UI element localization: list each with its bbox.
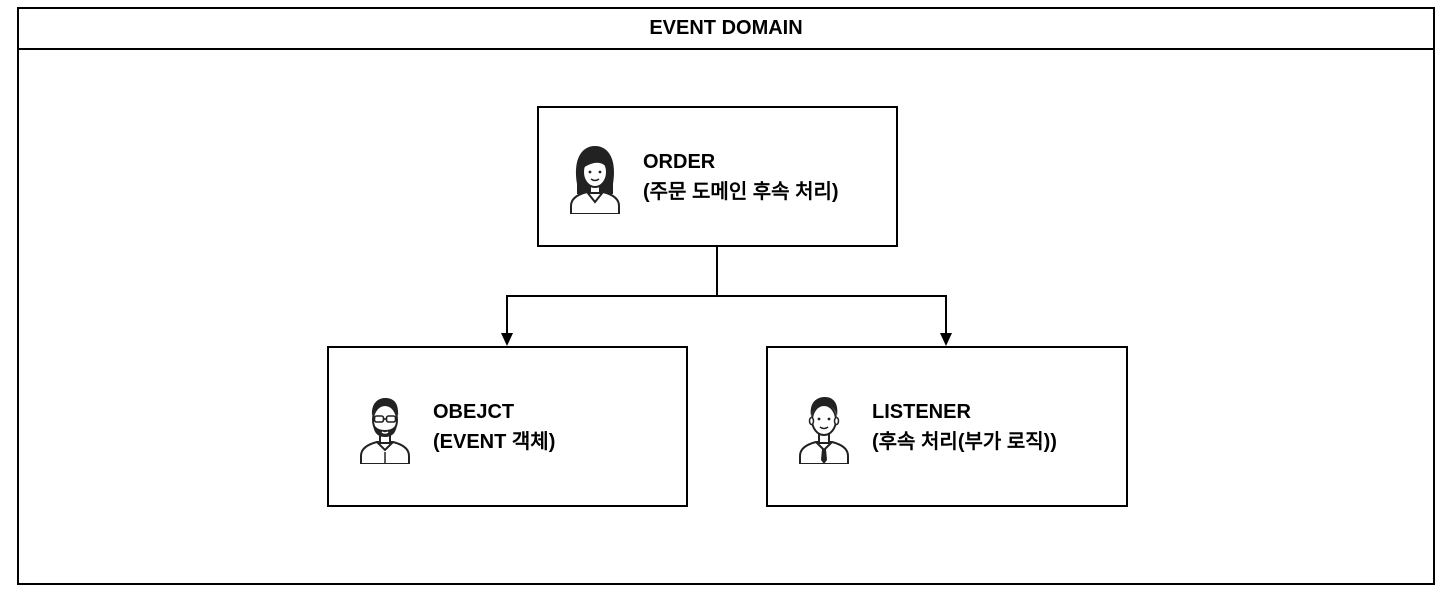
node-listener[interactable]: LISTENER (후속 처리(부가 로직)) [766, 346, 1128, 507]
node-listener-title: LISTENER [872, 400, 971, 423]
node-order-title: ORDER [643, 150, 716, 173]
node-object-subtitle: (EVENT 객체) [433, 430, 556, 453]
man-tie-avatar-icon [799, 396, 849, 464]
container-title: EVENT DOMAIN [19, 9, 1433, 50]
node-object-title: OBEJCT [433, 400, 515, 423]
event-domain-container: EVENT DOMAIN [17, 7, 1435, 585]
bearded-man-glasses-avatar-icon [360, 397, 410, 464]
node-listener-subtitle: (후속 처리(부가 로직)) [872, 430, 1057, 453]
node-listener-label: LISTENER (후속 처리(부가 로직)) [872, 397, 1057, 457]
node-order[interactable]: ORDER (주문 도메인 후속 처리) [537, 106, 898, 247]
woman-avatar-icon [570, 145, 620, 214]
node-object[interactable]: OBEJCT (EVENT 객체) [327, 346, 688, 507]
node-object-label: OBEJCT (EVENT 객체) [433, 397, 555, 457]
node-order-subtitle: (주문 도메인 후속 처리) [643, 180, 839, 203]
node-order-label: ORDER (주문 도메인 후속 처리) [643, 147, 839, 207]
